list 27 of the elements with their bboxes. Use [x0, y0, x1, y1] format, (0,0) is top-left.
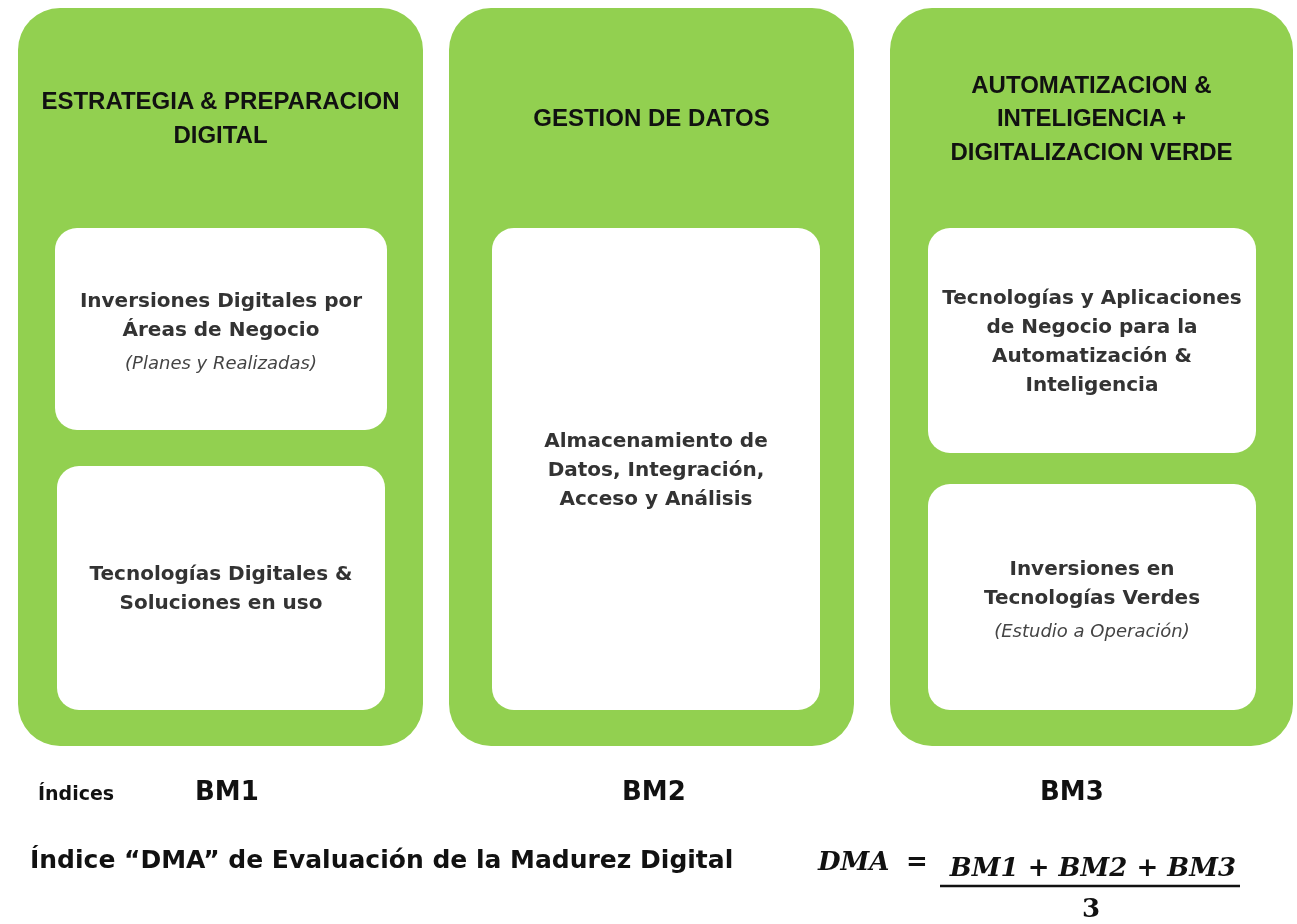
pillar-heading: GESTION DE DATOS: [533, 103, 770, 134]
pillar-panel: [449, 8, 854, 746]
category-card: [928, 484, 1256, 710]
card-title: Inversiones en Tecnologías Verdes: [982, 554, 1202, 611]
category-card: [57, 466, 385, 710]
index-label: BM1: [195, 776, 259, 806]
card-title: Almacenamiento de Datos, Integración, Acceso y Análisis: [543, 426, 769, 512]
card-subtitle: (Planes y Realizadas): [125, 351, 317, 373]
card-title: Inversiones Digitales por Áreas de Negocio: [78, 286, 364, 343]
formula-term: DMA: [818, 846, 890, 876]
card-subtitle: (Estudio a Operación): [994, 619, 1190, 641]
card-title: Tecnologías Digitales & Soluciones en uso: [88, 560, 354, 616]
index-label: BM2: [622, 776, 686, 806]
pillar-heading: ESTRATEGIA & PREPARACION DIGITAL: [40, 86, 401, 150]
card-title: Tecnologías y Aplicaciones de Negocio para la Automatización & Inteligencia: [942, 283, 1242, 398]
category-card: [492, 228, 820, 710]
formula-term: BM1 + BM2 + BM3: [948, 852, 1238, 882]
formula-term: =: [906, 846, 928, 876]
pillar-heading: AUTOMATIZACION & INTELIGENCIA + DIGITALIZACION VERDE: [949, 69, 1234, 167]
index-label: BM3: [1040, 776, 1104, 806]
formula-term: 3: [1082, 893, 1101, 923]
category-card: [55, 228, 387, 430]
index-label: Índices: [38, 782, 115, 804]
pillar-panel: [890, 8, 1293, 746]
category-card: [928, 228, 1256, 453]
pillar-panel: [18, 8, 423, 746]
index-label: Índice “DMA” de Evaluación de la Madurez Digital: [30, 845, 734, 874]
